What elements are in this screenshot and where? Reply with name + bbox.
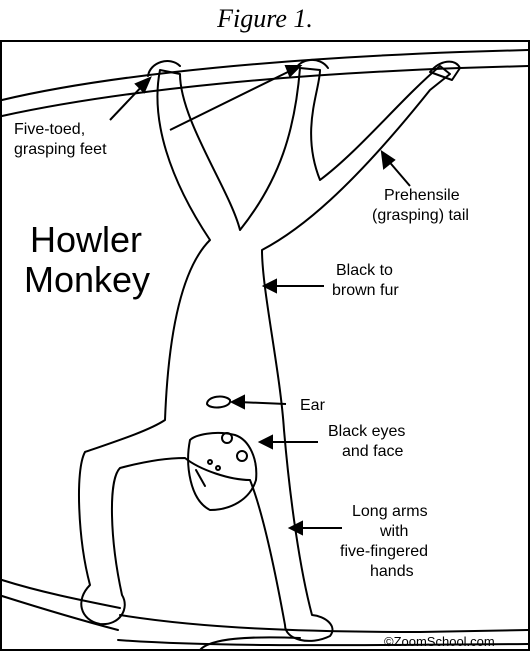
label-feet-line2: grasping feet <box>14 141 107 158</box>
title-line2: Monkey <box>24 259 150 300</box>
label-ear: Ear <box>300 397 326 414</box>
label-tail-line2: (grasping) tail <box>372 207 469 224</box>
label-fur-line1: Black to <box>336 262 393 279</box>
diagram-frame: Five-toed, grasping feet Prehensile (gra… <box>0 40 530 651</box>
label-arms-line4: hands <box>370 563 414 580</box>
credit-text: ©ZoomSchool.com <box>384 634 495 649</box>
label-arms-line2: with <box>379 523 408 540</box>
label-arms-line1: Long arms <box>352 503 428 520</box>
label-feet-line1: Five-toed, <box>14 121 85 138</box>
label-arms-line3: five-fingered <box>340 543 428 560</box>
title-line1: Howler <box>30 219 142 260</box>
label-eyes-line2: and face <box>342 443 403 460</box>
label-eyes-line1: Black eyes <box>328 423 405 440</box>
figure-caption: Figure 1. <box>0 4 530 34</box>
howler-monkey-diagram: Five-toed, grasping feet Prehensile (gra… <box>0 40 530 651</box>
label-tail-line1: Prehensile <box>384 187 460 204</box>
label-fur-line2: brown fur <box>332 282 399 299</box>
